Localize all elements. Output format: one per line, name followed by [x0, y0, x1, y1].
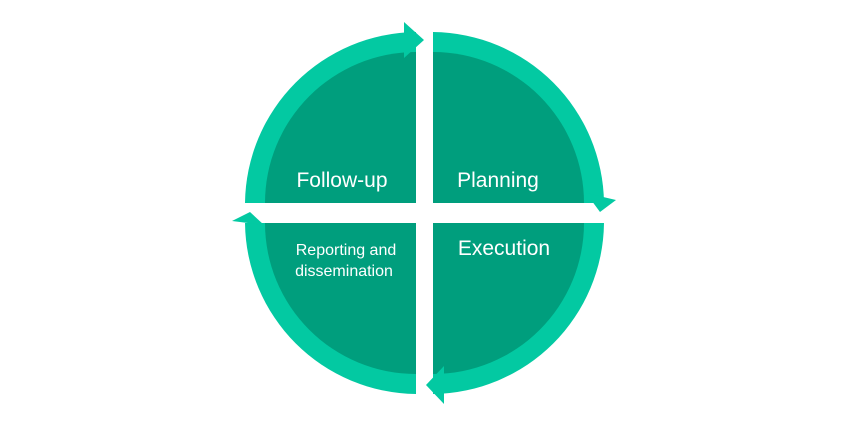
arrow-execution-to-reporting — [426, 366, 444, 404]
inner-quadrant-planning — [433, 52, 584, 203]
arrow-reporting-to-followup — [232, 212, 264, 225]
label-reporting-line-1: Reporting and — [296, 242, 397, 259]
arrow-followup-to-planning — [404, 22, 424, 58]
inner-quadrant-reporting — [265, 223, 416, 374]
label-execution: Execution — [458, 237, 550, 260]
inner-quadrant-followup — [265, 52, 416, 203]
inner-quadrant-execution — [433, 223, 584, 374]
cycle-arrows — [232, 22, 616, 404]
label-followup: Follow-up — [296, 169, 387, 192]
arrow-planning-to-execution — [586, 193, 616, 212]
outer-ring — [245, 32, 604, 394]
label-planning: Planning — [457, 169, 539, 192]
inner-fill — [265, 52, 584, 374]
label-reporting-line-2: dissemination — [295, 263, 393, 280]
